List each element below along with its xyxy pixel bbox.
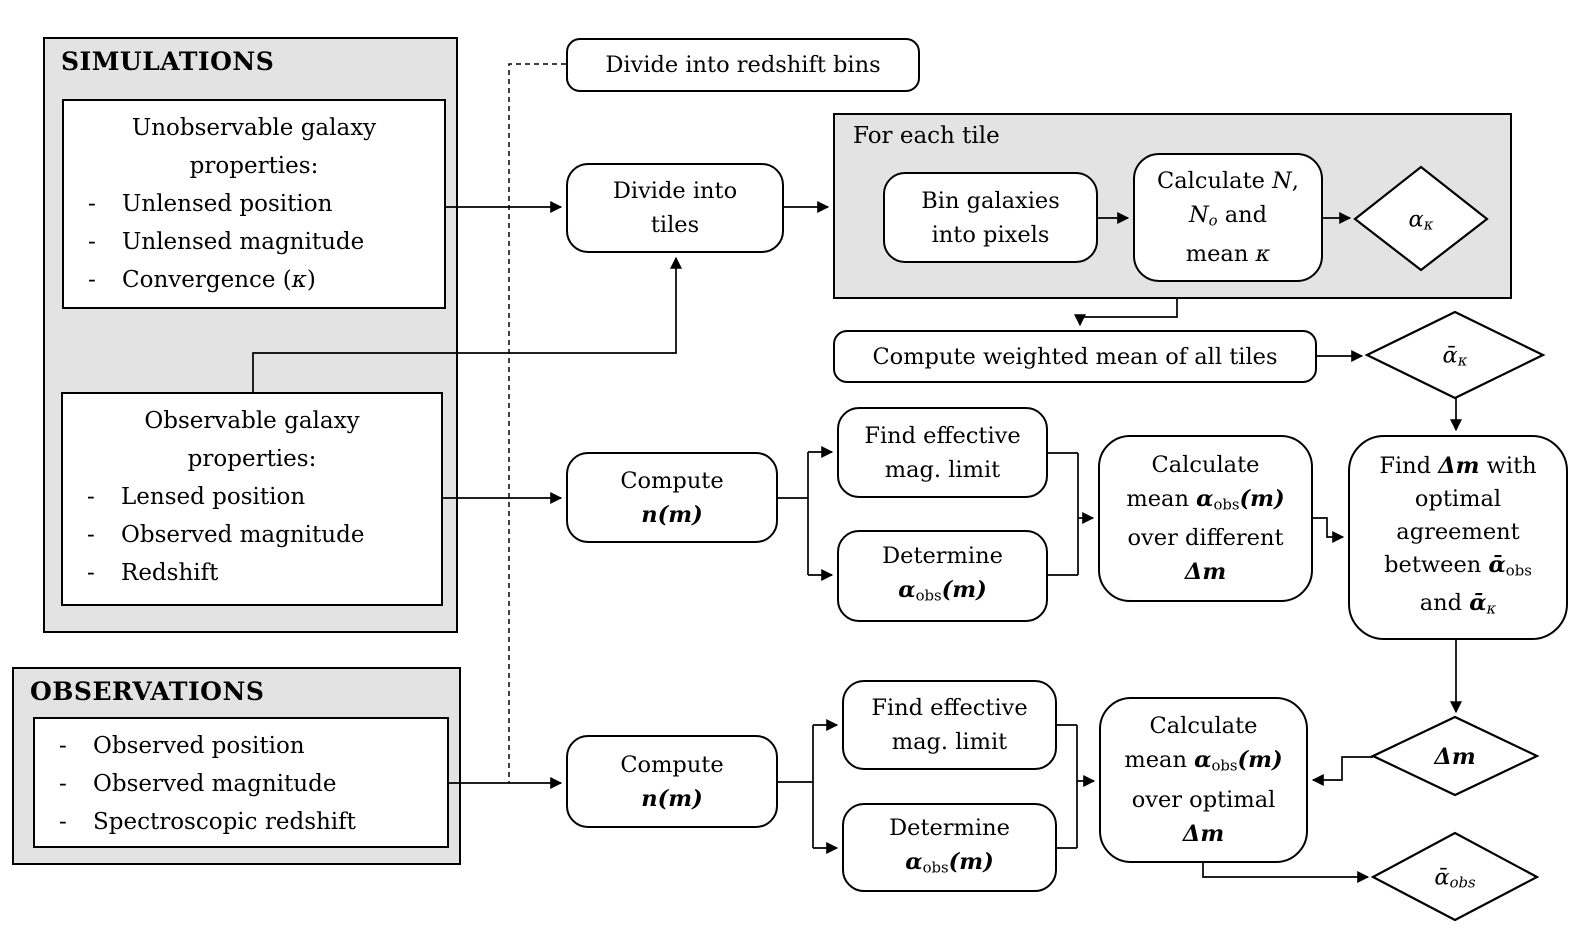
list-item: - Unlensed magnitude [88,229,365,255]
divide-tiles-box: Divide into tiles [566,163,784,253]
arrow-observable-to-divide-tiles [252,256,682,392]
list-item: - Spectroscopic redshift [59,809,356,835]
observable-heading-line2: properties: [187,446,317,472]
compute-nm-bot-box: Compute n(m) [566,735,778,828]
diamond-dm [1370,715,1540,797]
list-item: - Redshift [87,560,219,586]
wire-compute-nm-bot-split [778,725,814,848]
bin-galaxies-box: Bin galaxies into pixels [883,172,1098,263]
find-effective-bot-box: Find effective mag. limit [842,680,1057,770]
divide-redshift-bins-box: Divide into redshift bins [566,38,920,92]
arrow-calc-mean-diff-to-find-dm [1313,517,1345,543]
diamond-alpha-k-label: ακ [1408,206,1434,234]
list-item: - Unlensed position [88,191,333,217]
for-each-tile-label: For each tile [853,123,1000,149]
wire-dashed-redshift-bins [508,63,566,783]
wire-merge-mid [1048,452,1079,576]
calculate-n-box: Calculate N, No and mean κ [1133,153,1323,282]
list-item: - Lensed position [87,484,306,510]
diamond-alpha-k [1353,165,1489,272]
diamond-alphabar-k-label: ᾱκ [1442,342,1468,370]
diamond-alphabar-obs-label: ᾱobs [1434,864,1476,892]
diamond-alphabar-k [1364,310,1546,400]
unobservable-heading-line1: Unobservable galaxy [131,115,377,141]
unobservable-heading-line2: properties: [189,153,319,179]
list-item: - Observed position [59,733,305,759]
unobservable-properties-box: Unobservable galaxy properties: - Unlens… [62,99,446,309]
calc-mean-optimal-dm-box: Calculate mean αobs(m) over optimal Δm [1099,697,1308,863]
compute-weighted-mean-box: Compute weighted mean of all tiles [833,330,1317,383]
diamond-dm-label: Δm [1434,744,1476,770]
observations-properties-box: - Observed position - Observed magnitude… [33,717,449,848]
arrow-calc-mean-opt-to-alphabar-obs [1202,863,1370,883]
simulations-group-title: SIMULATIONS [61,47,275,76]
observable-heading-line1: Observable galaxy [144,408,360,434]
wire-merge-bot [1057,724,1078,849]
determine-aobs-bot-box: Determine αobs(m) [842,803,1057,892]
find-effective-mid-box: Find effective mag. limit [837,407,1048,498]
calc-mean-different-dm-box: Calculate mean αobs(m) over different Δm [1098,435,1313,602]
observations-group-title: OBSERVATIONS [30,677,265,706]
list-item: - Observed magnitude [87,522,365,548]
diamond-alphabar-obs [1370,831,1540,922]
list-item: - Convergence (κ) [88,267,316,293]
arrow-tiles-to-weighted-mean [1074,299,1178,327]
compute-nm-mid-box: Compute n(m) [566,452,778,543]
determine-aobs-mid-box: Determine αobs(m) [837,530,1048,622]
observable-properties-box: Observable galaxy properties: - Lensed p… [61,392,443,606]
wire-compute-nm-mid-split [778,452,809,575]
arrow-dm-diamond-to-calc-mean-opt [1311,756,1373,786]
list-item: - Observed magnitude [59,771,337,797]
find-dm-optimal-box: Find Δm with optimal agreement between ᾱ… [1348,435,1568,640]
